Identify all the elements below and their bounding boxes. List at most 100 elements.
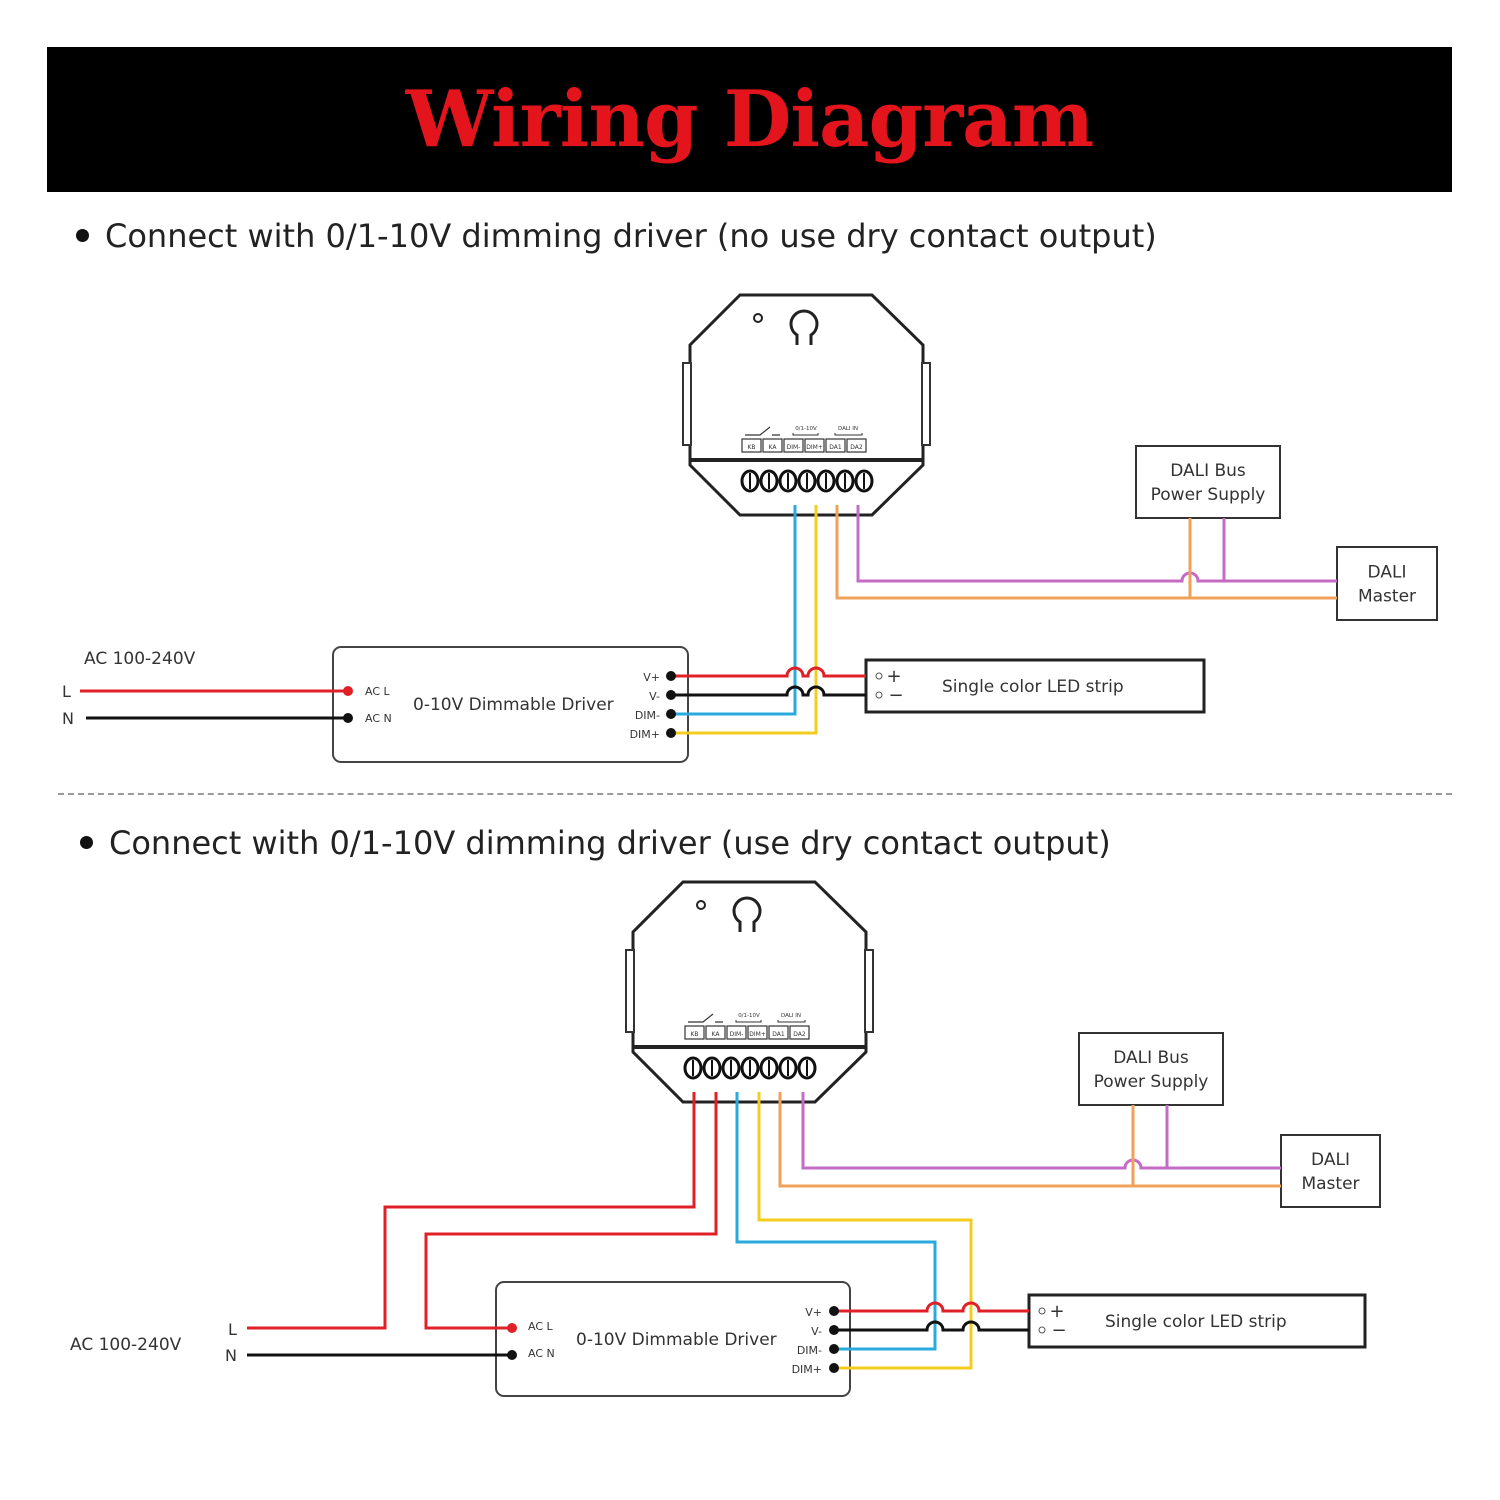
terminal-label: DA2 [850, 444, 863, 451]
terminal-dot [829, 1344, 839, 1354]
module-side-clip-right [921, 362, 931, 446]
driver-input-l-label: AC L [365, 685, 391, 698]
dimmable-driver-box [495, 1281, 851, 1397]
dimmable-driver-box [332, 646, 689, 763]
terminal-label-box [705, 1025, 726, 1040]
terminal-dot [343, 686, 353, 696]
terminal-label-box [741, 438, 762, 453]
terminal-group-label: DALI IN [781, 1013, 801, 1019]
ac-voltage-label: AC 100-240V [84, 649, 196, 669]
wire-ka-to-driver [424, 1092, 718, 1330]
led-strip-label: Single color LED strip [1105, 1312, 1287, 1332]
dali-bus-power-supply-label: Power Supply [1094, 1072, 1209, 1092]
dry-contact-switch-icon [745, 426, 780, 436]
dry-contact-switch-icon [688, 1013, 723, 1023]
dali-bus-power-supply-label: Power Supply [1151, 485, 1266, 505]
driver-name: 0-10V Dimmable Driver [413, 695, 614, 715]
terminal-label-box [726, 1025, 747, 1040]
section-heading-1: Connect with 0/1-10V dimming driver (no … [76, 217, 1157, 255]
terminal-label: DA1 [772, 1031, 785, 1038]
terminal-dot [829, 1306, 839, 1316]
driver-input-n-label: AC N [365, 712, 392, 725]
led-strip-box [1027, 1293, 1367, 1349]
dali-bus-power-supply [1135, 445, 1281, 519]
led-plus-label: + [1049, 1301, 1064, 1322]
terminal-label: DIM+ [749, 1031, 766, 1038]
terminal-label: DIM- [730, 1031, 744, 1038]
dali-master [1336, 546, 1438, 621]
driver-out-dimplus-label: DIM+ [630, 728, 660, 741]
terminal-dot [666, 728, 676, 738]
led-pad-icon [1038, 1307, 1046, 1315]
section-heading-text: Connect with 0/1-10V dimming driver (use… [109, 824, 1111, 862]
driver-out-vminus-label: V- [649, 690, 660, 703]
terminal-label-box [783, 438, 804, 453]
terminal-label-box [804, 438, 825, 453]
dali-master [1280, 1134, 1381, 1208]
wire-vplus [834, 1301, 1029, 1313]
dali-bus-power-supply-label: DALI Bus [1170, 461, 1246, 481]
dali-bus-power-supply-label: DALI Bus [1113, 1048, 1189, 1068]
terminal-dot [666, 690, 676, 700]
terminal-group-label: DALI IN [838, 426, 858, 432]
wire-line-to-kb [247, 1092, 696, 1330]
driver-out-dimminus-label: DIM- [797, 1344, 822, 1357]
terminal-dot [829, 1363, 839, 1373]
terminal-dot [666, 709, 676, 719]
section-divider [58, 793, 1452, 795]
bullet-icon [76, 228, 89, 242]
dimming-module: KB KA DIM- DIM+ DA1 DA2 0/1-10V DALI IN [682, 293, 931, 517]
wire-vminus [671, 685, 866, 697]
led-strip-label: Single color LED strip [942, 677, 1124, 697]
terminal-label: DA1 [829, 444, 842, 451]
led-indicator-icon [753, 313, 763, 323]
terminal-dot [507, 1323, 517, 1333]
driver-out-vminus-label: V- [811, 1325, 822, 1338]
terminal-label: DIM- [787, 444, 801, 451]
wire-dim-plus [757, 1092, 973, 1370]
terminal-label-box [789, 1025, 810, 1040]
led-minus-label: − [888, 685, 903, 706]
bullet-icon [80, 835, 93, 849]
led-plus-label: + [886, 666, 901, 687]
dali-master-label: Master [1301, 1174, 1359, 1194]
terminal-label: DIM+ [806, 444, 823, 451]
terminal-label: KA [769, 444, 778, 451]
line-label: L [228, 1320, 237, 1339]
driver-input-n-label: AC N [528, 1347, 555, 1360]
driver-name: 0-10V Dimmable Driver [576, 1330, 777, 1350]
terminal-label: KB [747, 444, 755, 451]
terminal-group-label: 0/1-10V [795, 426, 817, 432]
dali-master-label: DALI [1311, 1150, 1350, 1170]
terminal-dot [507, 1350, 517, 1360]
neutral-label: N [225, 1346, 237, 1365]
module-side-clip-right [864, 949, 874, 1033]
terminal-label: DA2 [793, 1031, 806, 1038]
driver-out-dimminus-label: DIM- [635, 709, 660, 722]
wire-dim-plus [671, 505, 818, 735]
module-side-clip-left [625, 949, 635, 1033]
led-pad-icon [1038, 1326, 1046, 1334]
terminal-dot [343, 713, 353, 723]
neutral-label: N [62, 709, 74, 728]
terminal-dot [666, 671, 676, 681]
wire-dali-da1 [778, 1092, 1281, 1188]
terminal-label-box [846, 438, 867, 453]
terminal-group-label: 0/1-10V [738, 1013, 760, 1019]
push-button-icon [789, 309, 819, 345]
dali-master-label: DALI [1368, 563, 1407, 583]
terminal-label-box [747, 1025, 768, 1040]
terminal-dot [829, 1325, 839, 1335]
line-label: L [62, 682, 71, 701]
driver-out-vplus-label: V+ [805, 1306, 822, 1319]
led-strip-box [864, 658, 1206, 714]
wire-dim-minus [735, 1092, 937, 1351]
terminal-group-bracket [735, 1020, 762, 1023]
terminal-label: KB [690, 1031, 698, 1038]
title-banner: Wiring Diagram [47, 47, 1452, 192]
terminal-label-box [684, 1025, 705, 1040]
terminal-label-box [768, 1025, 789, 1040]
led-indicator-icon [696, 900, 706, 910]
